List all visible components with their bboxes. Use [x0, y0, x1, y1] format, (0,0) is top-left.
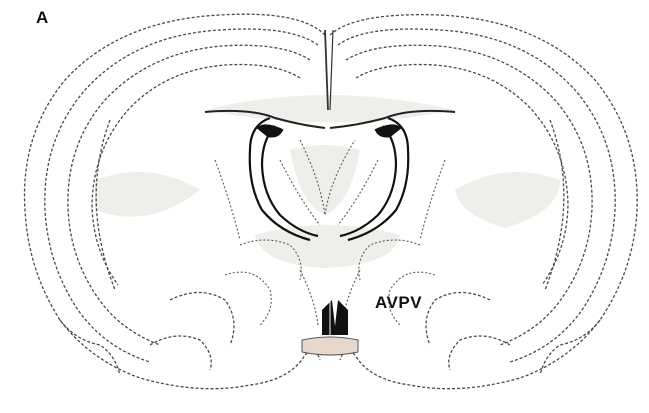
avpv-nucleus — [322, 300, 348, 338]
optic-chiasm — [302, 337, 358, 355]
avpv-label: AVPV — [375, 293, 422, 313]
right-ventricle — [348, 118, 408, 240]
panel-letter: A — [36, 8, 48, 28]
white-matter-shading — [95, 95, 560, 268]
